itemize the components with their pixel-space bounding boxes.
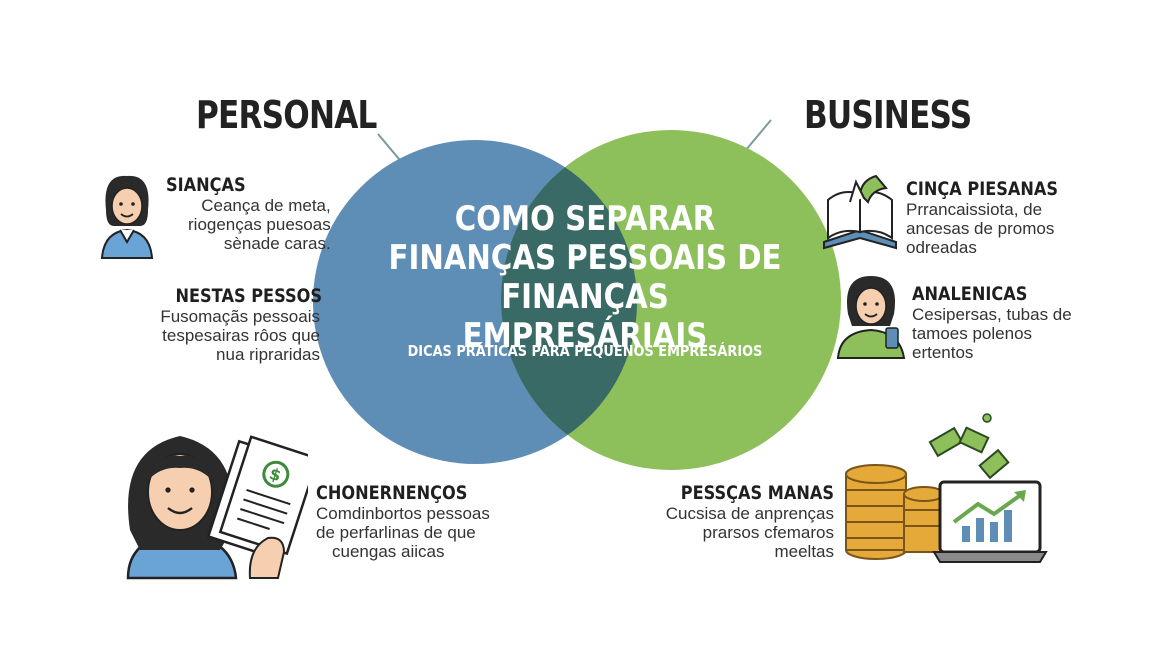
open-book-icon [823, 174, 897, 250]
text-line: ancesas de promos [906, 219, 1055, 238]
text-line: riogenças puesoas [188, 215, 331, 234]
text-line: sènade caras. [223, 234, 331, 253]
text-line: meeltas [774, 542, 834, 561]
left-item-1-text: Ceança de meta, riogenças puesoas sènade… [166, 196, 331, 253]
center-subtitle: DICAS PRÁTICAS PARA PEQUENOS EMPRESÁRIOS [407, 342, 763, 360]
overlap-region [501, 140, 637, 464]
right-item-3-heading: PESSÇAS MANAS [680, 482, 834, 504]
left-item-2: NESTAS PESSOS Fusomaçãs pessoais tespesa… [150, 285, 322, 364]
text-line: odreadas [906, 238, 977, 257]
left-item-2-text: Fusomaçãs pessoais tespesairas rôos que … [150, 307, 320, 364]
text-line: de perfarlinas de que [316, 523, 476, 542]
left-item-3: CHONERNENÇOS Comdinbortos pessoas de per… [316, 482, 494, 561]
center-title: COMO SEPARAR FINANÇAS PESSOAIS DE FINANÇ… [355, 199, 815, 357]
left-item-3-heading: CHONERNENÇOS [316, 482, 468, 504]
text-line: tamoes polenos [912, 324, 1033, 343]
text-line: prarsos cfemaros [702, 523, 834, 542]
left-item-1-heading: SIANÇAS [166, 174, 246, 196]
coins-laptop-chart-icon [845, 413, 1048, 563]
right-item-1-heading: CINÇA PIESANAS [906, 178, 1059, 200]
text-line: Fusomaçãs pessoais [160, 307, 320, 326]
title-line-3: FINANÇAS EMPRESÁRIAIS [462, 277, 708, 357]
right-item-2-heading: ANALENICAS [912, 283, 1028, 305]
text-line: Cesipersas, tubas de [912, 305, 1072, 324]
title-line-2: FINANÇAS PESSOAIS DE [388, 238, 782, 279]
right-item-1-text: Prrancaissiota, de ancesas de promos odr… [906, 200, 1085, 257]
woman-with-bills-icon: $ [126, 435, 308, 580]
personal-label: PERSONAL [196, 93, 377, 137]
left-item-3-text: Comdinbortos pessoas de perfarlinas de q… [316, 504, 494, 561]
left-item-2-heading: NESTAS PESSOS [175, 285, 322, 307]
right-item-2-text: Cesipersas, tubas de tamoes polenos erte… [912, 305, 1072, 362]
text-line: ertentos [912, 343, 974, 362]
woman-phone-icon [836, 276, 906, 359]
text-line: Comdinbortos pessoas [316, 504, 490, 523]
right-item-1: CINÇA PIESANAS Prrancaissiota, de ancesa… [906, 178, 1085, 257]
text-line: Cucsisa de anprenças [665, 504, 834, 523]
left-item-1: SIANÇAS Ceança de meta, riogenças puesoa… [166, 174, 331, 253]
text-line: nua ripraridas [216, 345, 320, 364]
title-line-1: COMO SEPARAR [454, 199, 716, 239]
woman-avatar-icon [100, 175, 154, 259]
text-line: cuengas aiicas [332, 542, 445, 561]
text-line: Ceança de meta, [201, 196, 331, 215]
text-line: Prrancaissiota, de [906, 200, 1043, 219]
text-line: tespesairas rôos que [162, 326, 320, 345]
business-label: BUSINESS [804, 93, 972, 137]
right-item-3-text: Cucsisa de anprenças prarsos cfemaros me… [640, 504, 834, 561]
right-item-2: ANALENICAS Cesipersas, tubas de tamoes p… [912, 283, 1072, 362]
right-item-3: PESSÇAS MANAS Cucsisa de anprenças prars… [640, 482, 834, 561]
